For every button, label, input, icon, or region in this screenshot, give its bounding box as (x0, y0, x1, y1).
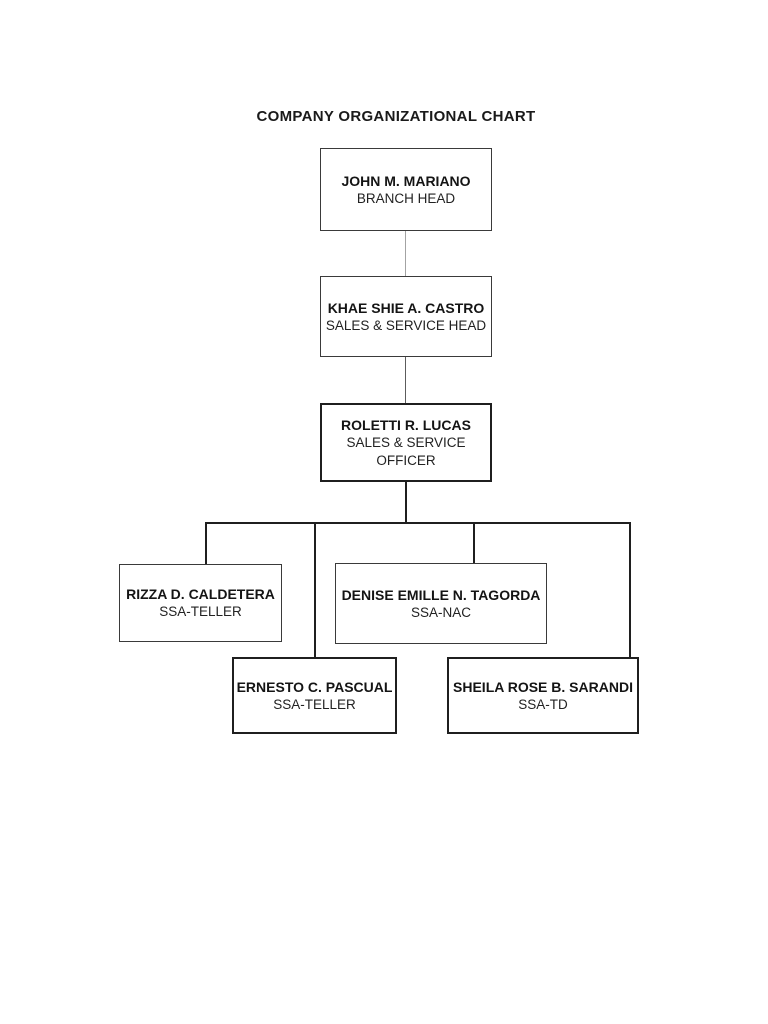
connector-saleshead-to-salesofficer (405, 357, 406, 403)
org-node-ssa-nac-tagorda: DENISE EMILLE N. TAGORDA SSA-NAC (335, 563, 547, 644)
person-role: SSA-TD (518, 696, 568, 712)
person-name: JOHN M. MARIANO (341, 172, 471, 189)
org-node-branch-head: JOHN M. MARIANO BRANCH HEAD (320, 148, 492, 231)
person-role: SALES & SERVICE (346, 434, 466, 450)
chart-title: COMPANY ORGANIZATIONAL CHART (256, 108, 536, 125)
org-node-ssa-td-sarandi: SHEILA ROSE B. SARANDI SSA-TD (447, 657, 639, 734)
org-node-sales-service-officer: ROLETTI R. LUCAS SALES & SERVICE OFFICER (320, 403, 492, 482)
person-name: ERNESTO C. PASCUAL (236, 678, 393, 695)
person-name: ROLETTI R. LUCAS (341, 416, 471, 433)
person-role: SSA-TELLER (159, 604, 242, 619)
person-name: RIZZA D. CALDETERA (126, 586, 275, 602)
connector-drop-tagorda (473, 523, 475, 563)
connector-drop-caldetera (205, 523, 207, 564)
person-name: DENISE EMILLE N. TAGORDA (341, 586, 541, 603)
person-role: OFFICER (376, 452, 436, 468)
connector-salesofficer-to-rail (405, 482, 407, 523)
org-node-ssa-teller-pascual: ERNESTO C. PASCUAL SSA-TELLER (232, 657, 397, 734)
person-role: SSA-NAC (410, 604, 471, 620)
person-name: KHAE SHIE A. CASTRO (327, 299, 485, 316)
person-role: SSA-TELLER (273, 696, 356, 712)
org-node-sales-service-head: KHAE SHIE A. CASTRO SALES & SERVICE HEAD (320, 276, 492, 357)
connector-drop-sarandi (629, 523, 631, 657)
connector-horizontal-rail (205, 522, 631, 524)
person-role: BRANCH HEAD (356, 190, 456, 206)
person-role: SALES & SERVICE HEAD (325, 317, 487, 333)
person-name: SHEILA ROSE B. SARANDI (453, 678, 633, 695)
connector-branchhead-to-saleshead (405, 231, 406, 276)
connector-drop-pascual (314, 523, 316, 657)
org-node-ssa-teller-caldetera: RIZZA D. CALDETERA SSA-TELLER (119, 564, 282, 642)
